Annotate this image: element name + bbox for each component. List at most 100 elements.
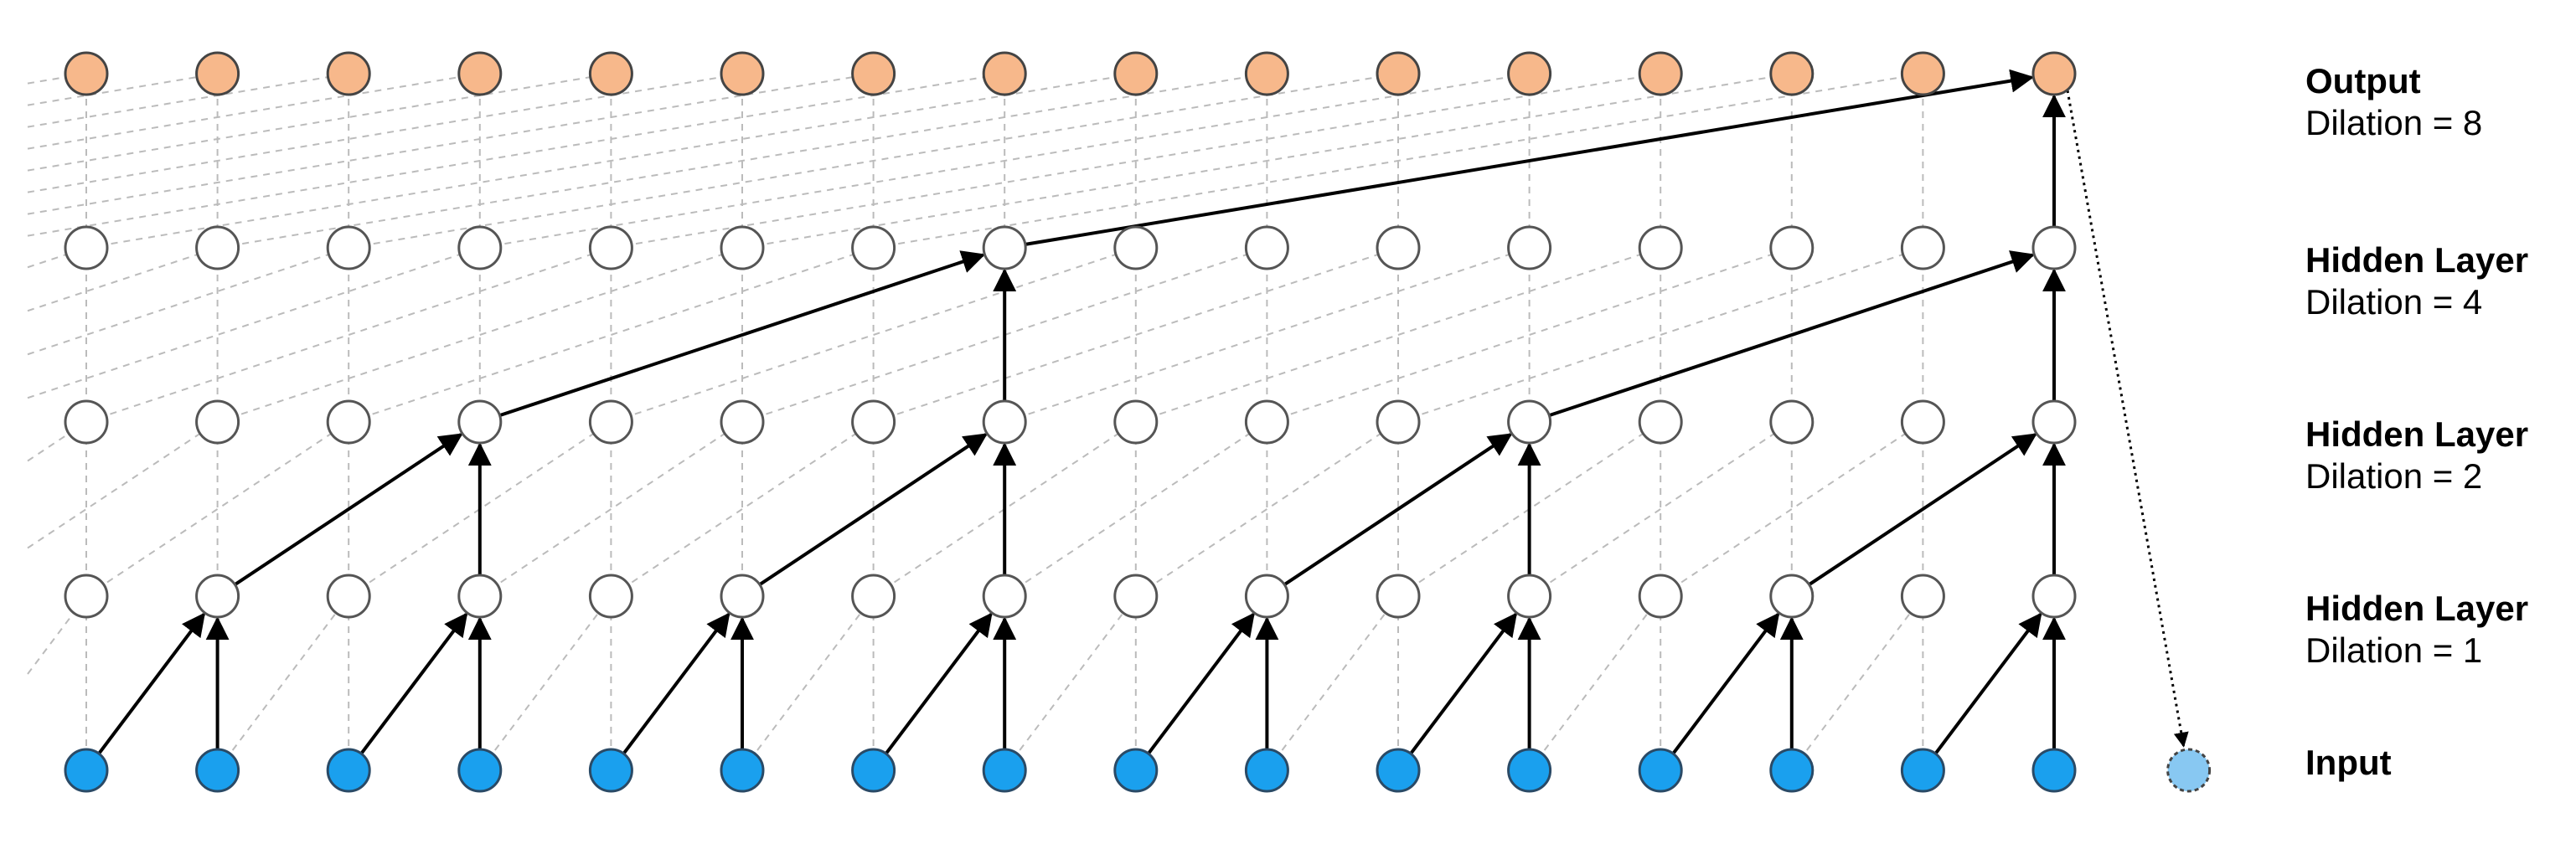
- guide-diagonal: [27, 247, 481, 399]
- hidden2-node: [457, 399, 503, 445]
- arrow-input-to-h1: [1147, 612, 1255, 755]
- output-node: [982, 51, 1027, 96]
- hidden1-node: [195, 574, 240, 619]
- arrow-h1-to-h2: [758, 433, 989, 586]
- arrow-input-to-h1: [1671, 612, 1780, 755]
- hidden4-node: [720, 225, 765, 270]
- hidden2-node: [720, 399, 765, 445]
- hidden4-node: [195, 225, 240, 270]
- hidden4-node: [1244, 225, 1289, 270]
- input-node: [1244, 748, 1289, 793]
- hidden1-node: [1638, 574, 1683, 619]
- hidden1-node: [326, 574, 371, 619]
- guide-diagonal: [27, 73, 1005, 237]
- output-node: [1900, 51, 1945, 96]
- guide-diagonal: [1266, 595, 1399, 771]
- input-node: [1113, 748, 1159, 793]
- guide-diagonal: [1528, 595, 1661, 771]
- arrow-h2-to-h4: [498, 250, 986, 418]
- hidden1-node: [1244, 574, 1289, 619]
- guide-diagonal: [479, 595, 612, 771]
- output-node: [195, 51, 240, 96]
- hidden2-node: [982, 399, 1027, 445]
- guide-diagonal: [27, 73, 87, 85]
- input-node: [851, 748, 896, 793]
- input-node: [1376, 748, 1421, 793]
- output-node: [1376, 51, 1421, 96]
- guide-diagonal: [1529, 421, 1793, 597]
- hidden1-node: [2031, 574, 2077, 619]
- output-node: [588, 51, 633, 96]
- arrow-h1-to-h2: [234, 433, 463, 586]
- hidden2-node: [1244, 399, 1289, 445]
- input-node: [588, 748, 633, 793]
- hidden1-node: [982, 574, 1027, 619]
- hidden4-node: [851, 225, 896, 270]
- input-node: [326, 748, 371, 793]
- hidden1-node: [1376, 574, 1421, 619]
- input-node: [457, 748, 503, 793]
- hidden1-node: [1507, 574, 1552, 619]
- guide-diagonal: [217, 247, 743, 423]
- hidden2-node: [1113, 399, 1159, 445]
- guide-diagonal: [27, 73, 349, 128]
- hidden4-node: [1376, 225, 1421, 270]
- guide-diagonal: [1267, 247, 1793, 423]
- hidden2-node: [64, 399, 109, 445]
- hidden2-node: [1376, 399, 1421, 445]
- hidden1-node: [1113, 574, 1159, 619]
- guide-diagonal: [873, 247, 1399, 423]
- dotted-arrow-output-to-next-input: [2066, 90, 2189, 748]
- guide-diagonal: [348, 73, 1399, 249]
- hidden4-node: [588, 225, 633, 270]
- hidden1-node: [851, 574, 896, 619]
- hidden4-node: [1113, 225, 1159, 270]
- input-node: [1507, 748, 1552, 793]
- hidden2-node: [326, 399, 371, 445]
- next-input-node: [2166, 748, 2212, 793]
- hidden2-node: [588, 399, 633, 445]
- guide-diagonal: [1004, 421, 1267, 597]
- hidden4-node: [64, 225, 109, 270]
- hidden2-node: [1769, 399, 1815, 445]
- guide-diagonal: [1397, 247, 1923, 423]
- input-node: [2031, 748, 2077, 793]
- connection-arrows: [97, 69, 2189, 755]
- hidden4-node: [326, 225, 371, 270]
- output-node: [1507, 51, 1552, 96]
- output-node: [326, 51, 371, 96]
- guide-diagonal: [27, 73, 480, 150]
- guide-diagonal: [610, 421, 875, 597]
- output-node: [1638, 51, 1683, 96]
- guide-diagonal: [479, 421, 743, 597]
- guide-diagonal: [1004, 595, 1137, 771]
- guide-diagonal: [873, 73, 1923, 249]
- input-node: [1900, 748, 1945, 793]
- arrow-input-to-h1: [1933, 612, 2042, 755]
- guide-diagonal: [479, 73, 1530, 249]
- hidden1-node: [588, 574, 633, 619]
- output-node: [720, 51, 765, 96]
- arrow-h1-to-h2: [1808, 433, 2037, 586]
- guide-diagonal: [611, 247, 1137, 423]
- guide-diagonal: [27, 421, 219, 549]
- hidden4-node: [457, 225, 503, 270]
- input-node: [64, 748, 109, 793]
- guide-diagonal: [85, 73, 1136, 249]
- guide-diagonal: [216, 595, 349, 771]
- hidden2-node: [195, 399, 240, 445]
- arrow-input-to-h1: [622, 612, 730, 755]
- arrow-h2-to-h4: [1548, 250, 2036, 418]
- output-node: [851, 51, 896, 96]
- output-node: [1769, 51, 1815, 96]
- output-node: [1244, 51, 1289, 96]
- hidden1-node: [64, 574, 109, 619]
- arrow-input-to-h1: [97, 612, 206, 755]
- guide-diagonal: [27, 73, 874, 215]
- hidden1-node: [457, 574, 503, 619]
- input-node: [1769, 748, 1815, 793]
- guide-diagonal: [1004, 247, 1530, 423]
- hidden4-node: [1638, 225, 1683, 270]
- hidden4-node: [982, 225, 1027, 270]
